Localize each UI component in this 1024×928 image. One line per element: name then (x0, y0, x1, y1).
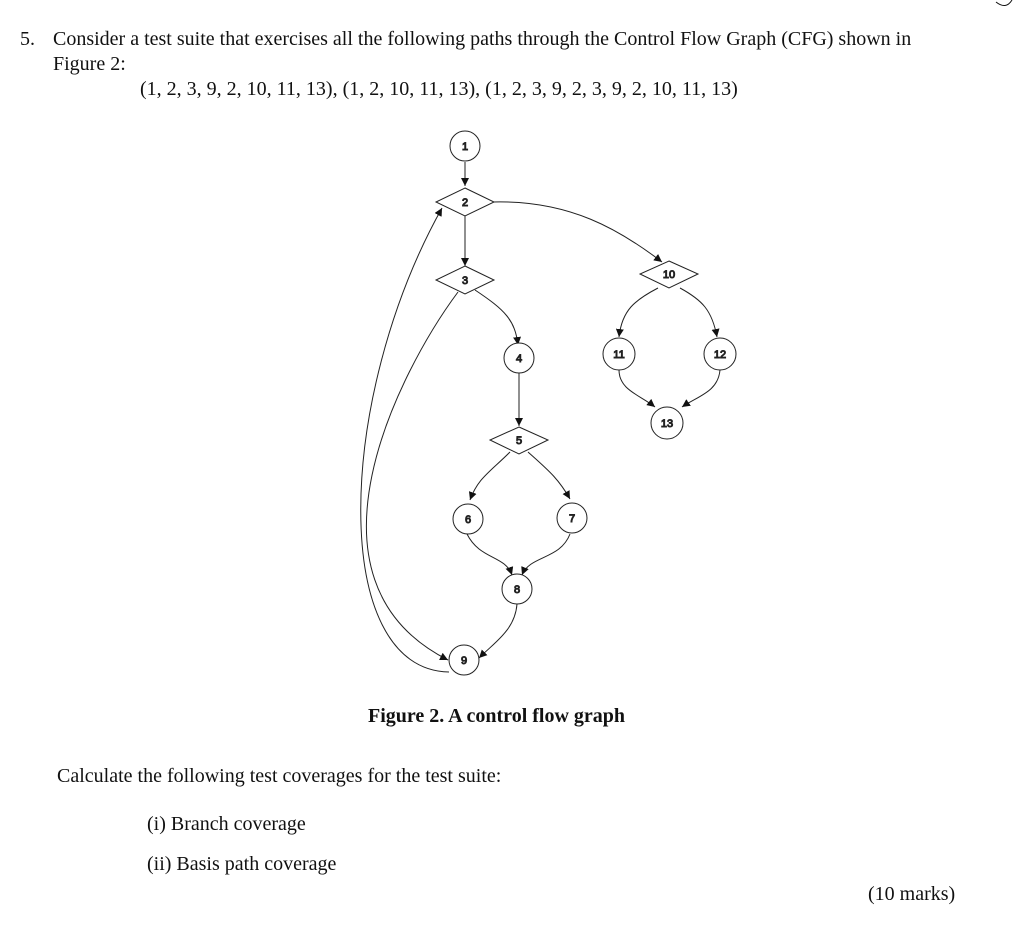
node-7: 7 (556, 502, 588, 534)
node-5: 5 (488, 426, 550, 455)
node-5-label: 5 (516, 435, 522, 447)
node-7-label: 7 (569, 513, 575, 525)
node-10: 10 (638, 260, 700, 289)
node-9-label: 9 (461, 655, 467, 667)
node-12: 12 (703, 337, 737, 371)
node-8-label: 8 (514, 584, 520, 596)
node-2-label: 2 (462, 197, 468, 209)
node-4-label: 4 (516, 353, 522, 365)
graph-nodes: 1 2 3 4 5 6 7 8 (434, 130, 737, 676)
node-6: 6 (452, 503, 484, 535)
corner-bracket-mark (995, 0, 1013, 6)
coverage-item-branch: (i) Branch coverage (147, 813, 306, 835)
edge-8-9 (478, 603, 518, 659)
edge-10-11 (615, 287, 659, 338)
instruction-text: Calculate the following test coverages f… (57, 765, 502, 787)
edge-5-6 (468, 451, 511, 501)
question-text: Consider a test suite that exercises all… (53, 28, 912, 50)
node-13-label: 13 (661, 418, 673, 430)
edge-12-13 (681, 369, 721, 408)
test-paths: (1, 2, 3, 9, 2, 10, 11, 13), (1, 2, 10, … (140, 78, 738, 100)
node-2: 2 (434, 187, 496, 217)
marks-label: (10 marks) (868, 883, 956, 905)
node-12-label: 12 (714, 349, 726, 361)
node-9: 9 (448, 644, 480, 676)
edge-3-9 (365, 291, 459, 661)
edge-5-7 (527, 451, 571, 500)
node-4: 4 (503, 342, 535, 374)
node-10-label: 10 (663, 269, 675, 281)
control-flow-graph: 1 2 3 4 5 6 7 8 (360, 130, 737, 676)
edge-6-8 (466, 533, 514, 576)
node-11: 11 (602, 337, 636, 371)
question-number: 5. (20, 28, 35, 50)
edge-2-10 (492, 201, 663, 263)
node-8: 8 (501, 573, 533, 605)
node-3-label: 3 (462, 275, 468, 287)
edge-3-4 (474, 289, 522, 346)
node-1: 1 (449, 130, 481, 162)
edge-7-8 (521, 533, 571, 576)
edge-10-12 (679, 287, 720, 338)
coverage-item-basis-path: (ii) Basis path coverage (147, 853, 337, 875)
node-1-label: 1 (462, 141, 468, 153)
question-text-continued: Figure 2: (53, 53, 126, 75)
node-13: 13 (650, 406, 684, 440)
figure-caption: Figure 2. A control flow graph (368, 705, 626, 727)
node-3: 3 (434, 265, 496, 295)
node-11-label: 11 (613, 349, 624, 361)
edge-11-13 (618, 369, 656, 408)
edge-9-2 (360, 207, 450, 673)
node-6-label: 6 (465, 514, 471, 526)
graph-edges (360, 162, 721, 673)
